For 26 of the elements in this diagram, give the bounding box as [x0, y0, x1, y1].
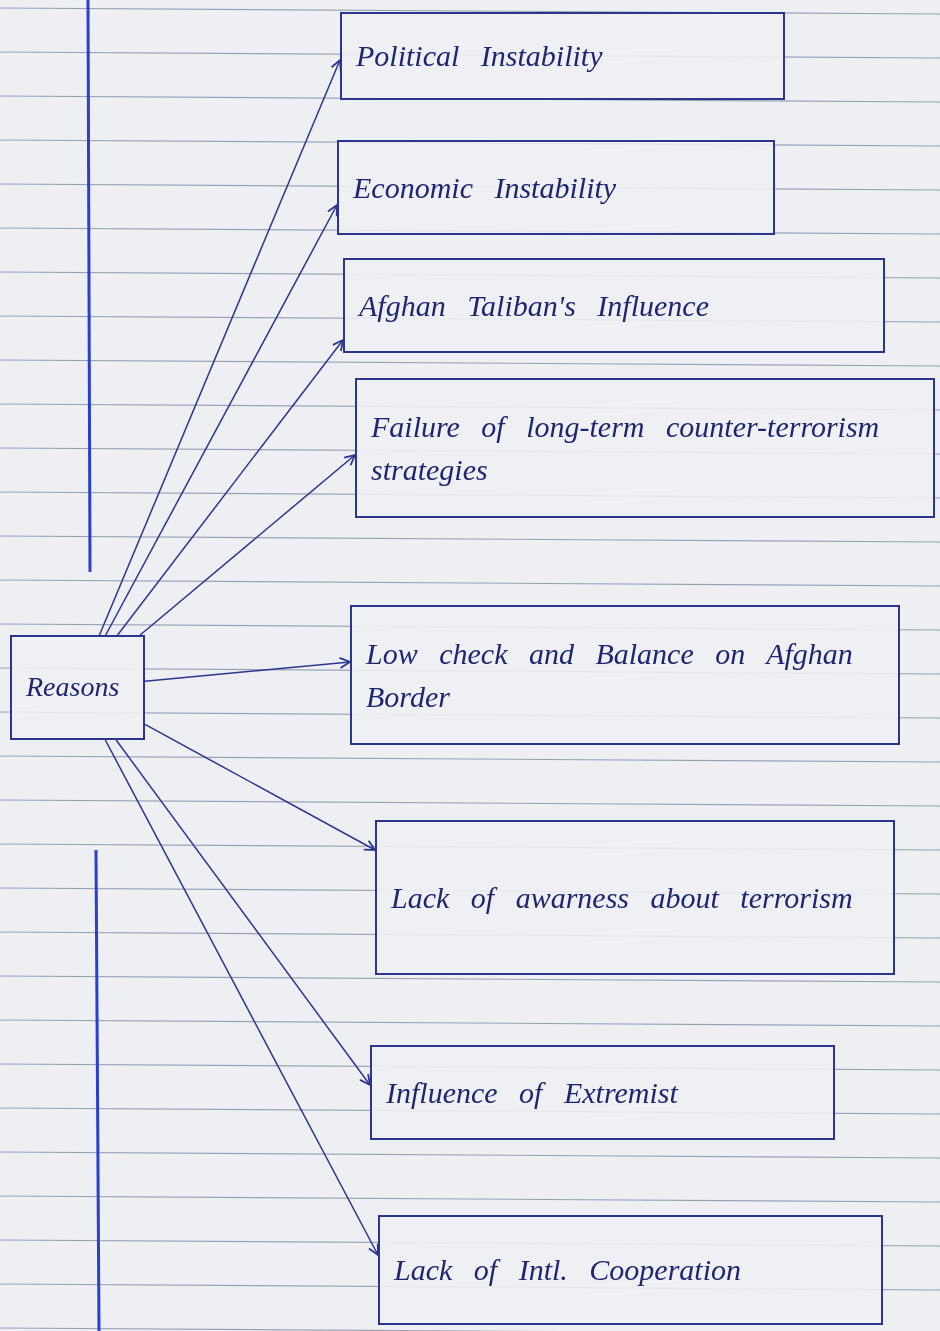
reason-box — [355, 378, 935, 518]
reason-box — [378, 1215, 883, 1325]
reason-box — [340, 12, 785, 100]
arrow — [144, 723, 376, 851]
box-text: Lack of awarness about terrorism — [391, 879, 854, 916]
box-text: Failure of long-term counter-terrorism strategies — [371, 408, 881, 488]
arrow — [105, 204, 338, 636]
root-box — [10, 635, 145, 740]
box-text: Political Instability — [356, 38, 604, 75]
arrow — [104, 739, 379, 1256]
reason-box — [375, 820, 895, 975]
reason-box — [350, 605, 900, 745]
arrow — [115, 739, 371, 1086]
box-text: Lack of Intl. Cooperation — [394, 1252, 742, 1289]
reason-box — [370, 1045, 835, 1140]
box-text: Influence of Extremist — [386, 1074, 680, 1111]
box-text: Low check and Balance on Afghan Border — [366, 635, 854, 715]
arrow — [144, 657, 351, 682]
arrow — [116, 339, 344, 636]
arrow — [139, 454, 356, 636]
reason-box — [343, 258, 885, 353]
arrow — [98, 59, 342, 636]
box-text: Afghan Taliban's Influence — [359, 287, 710, 324]
reason-box — [337, 140, 775, 235]
box-text: Reasons — [26, 670, 121, 705]
box-text: Economic Instability — [353, 169, 618, 206]
